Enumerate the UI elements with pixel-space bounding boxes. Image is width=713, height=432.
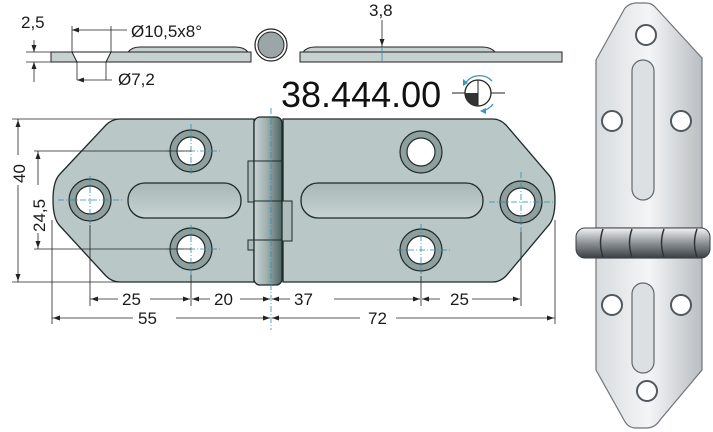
countersink (71, 51, 112, 63)
photo-barrel (575, 227, 711, 259)
dim-hole-to-hole-left: 25 (122, 290, 141, 309)
dim-countersink-inner: Ø7,2 (118, 70, 155, 89)
side-view: Ø10,5x8° Ø7,2 2,5 3,8 (21, 1, 563, 89)
hinge-photo (575, 2, 711, 429)
side-leaf-right (299, 51, 563, 63)
product-code: 38.444.00 (281, 74, 441, 115)
slot-right (300, 182, 484, 219)
dim-countersink-outer: Ø10,5x8° (131, 22, 202, 41)
dim-left-leaf-length: 55 (138, 309, 157, 328)
plan-view: 40 24,5 (6, 108, 556, 330)
dim-hole-to-hole-right: 25 (450, 290, 469, 309)
dim-right-leaf-length: 72 (368, 309, 387, 328)
center-lines (58, 124, 553, 276)
dim-thickness: 2,5 (21, 13, 45, 32)
dim-boss-height: 3,8 (369, 1, 393, 20)
dim-pin-to-hole-right: 37 (294, 290, 313, 309)
side-boss-left (126, 46, 250, 53)
rotation-quadrant-icon (452, 75, 505, 114)
side-boss-right (301, 46, 497, 53)
dim-hole-vertical-spacing: 24,5 (30, 199, 49, 232)
dim-hole-to-pin-left: 20 (214, 290, 233, 309)
slot-left (127, 182, 242, 219)
side-pin (257, 31, 285, 59)
dim-overall-height: 40 (10, 164, 29, 183)
